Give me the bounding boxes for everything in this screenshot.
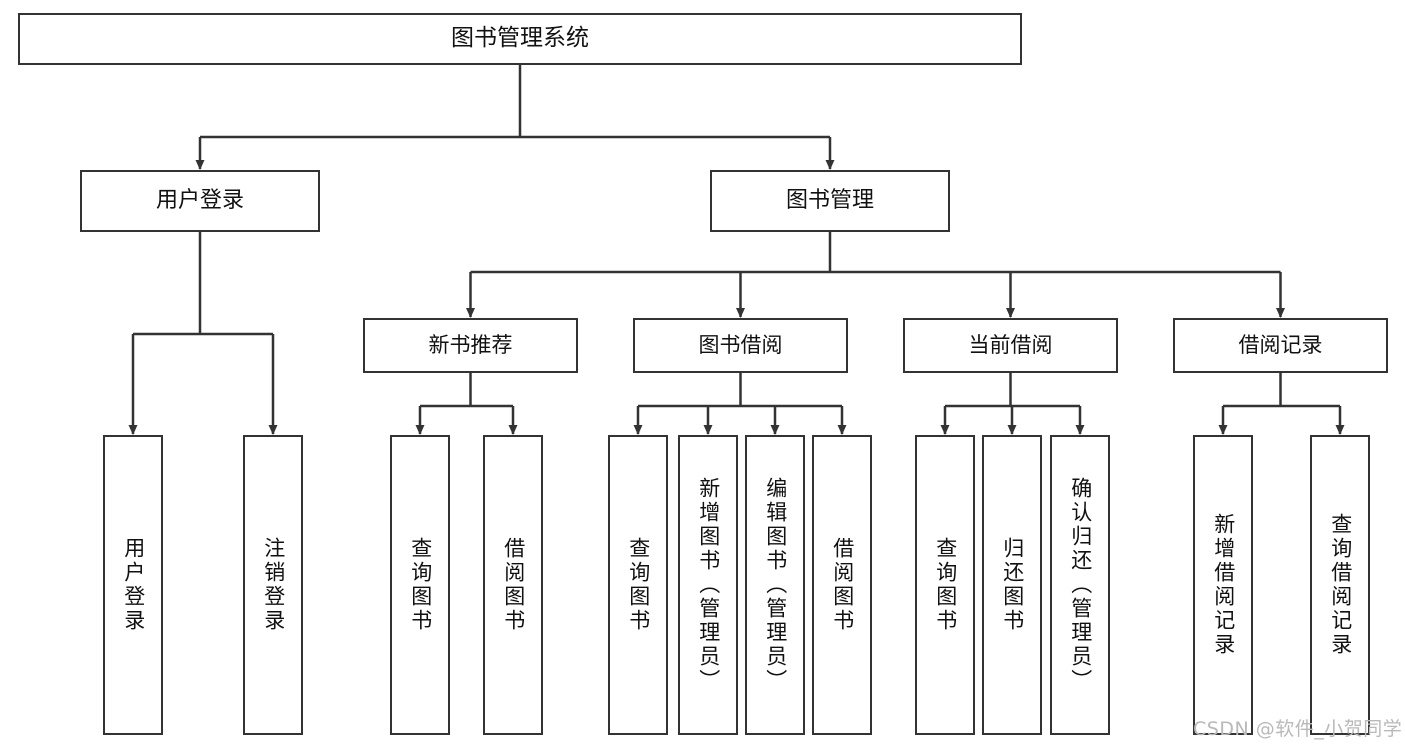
node-label: 图书借阅	[698, 332, 783, 357]
node-l-bw-borrow[interactable]: 借阅图书	[812, 435, 872, 735]
node-label: 借阅图书	[501, 537, 526, 633]
node-label: 查询图书	[408, 537, 433, 633]
node-label: 新增借阅记录	[1211, 513, 1236, 657]
node-label: 查询借阅记录	[1328, 513, 1353, 657]
node-l-bw-query[interactable]: 查询图书	[608, 435, 668, 735]
node-label: 新书推荐	[428, 332, 513, 357]
node-label: 借阅图书	[830, 537, 855, 633]
node-label: 借阅记录	[1238, 332, 1323, 357]
edge-layer	[128, 65, 1345, 435]
node-l-cb-query[interactable]: 查询图书	[915, 435, 975, 735]
node-borrow[interactable]: 图书借阅	[633, 318, 848, 373]
node-records[interactable]: 借阅记录	[1173, 318, 1388, 373]
node-login[interactable]: 用户登录	[80, 170, 320, 232]
node-newbook[interactable]: 新书推荐	[363, 318, 578, 373]
node-l-nb-borrow[interactable]: 借阅图书	[483, 435, 543, 735]
node-l-cb-return[interactable]: 归还图书	[982, 435, 1042, 735]
node-l-bw-edit[interactable]: 编辑图书（管理员）	[745, 435, 805, 735]
node-label: 图书管理系统	[451, 25, 589, 52]
node-current[interactable]: 当前借阅	[903, 318, 1118, 373]
node-label: 查询图书	[933, 537, 958, 633]
node-label: 图书管理	[785, 187, 874, 213]
node-label: 用户登录	[155, 187, 244, 213]
node-label: 新增图书（管理员）	[696, 477, 721, 693]
node-label: 归还图书	[1000, 537, 1025, 633]
node-label: 确认归还（管理员）	[1068, 477, 1093, 693]
node-label: 用户登录	[121, 537, 146, 633]
node-l-nb-query[interactable]: 查询图书	[390, 435, 450, 735]
node-l-login[interactable]: 用户登录	[103, 435, 163, 735]
node-root[interactable]: 图书管理系统	[18, 13, 1022, 65]
node-l-bw-add[interactable]: 新增图书（管理员）	[678, 435, 738, 735]
node-l-cb-confirm[interactable]: 确认归还（管理员）	[1050, 435, 1110, 735]
node-label: 编辑图书（管理员）	[763, 477, 788, 693]
node-l-rc-query[interactable]: 查询借阅记录	[1310, 435, 1370, 735]
node-label: 注销登录	[261, 537, 286, 633]
node-l-rc-add[interactable]: 新增借阅记录	[1193, 435, 1253, 735]
node-l-logout[interactable]: 注销登录	[243, 435, 303, 735]
node-bookmgmt[interactable]: 图书管理	[710, 170, 950, 232]
csdn-watermark: CSDN @软件_小贺同学	[1193, 718, 1403, 740]
node-label: 当前借阅	[968, 332, 1053, 357]
node-label: 查询图书	[626, 537, 651, 633]
